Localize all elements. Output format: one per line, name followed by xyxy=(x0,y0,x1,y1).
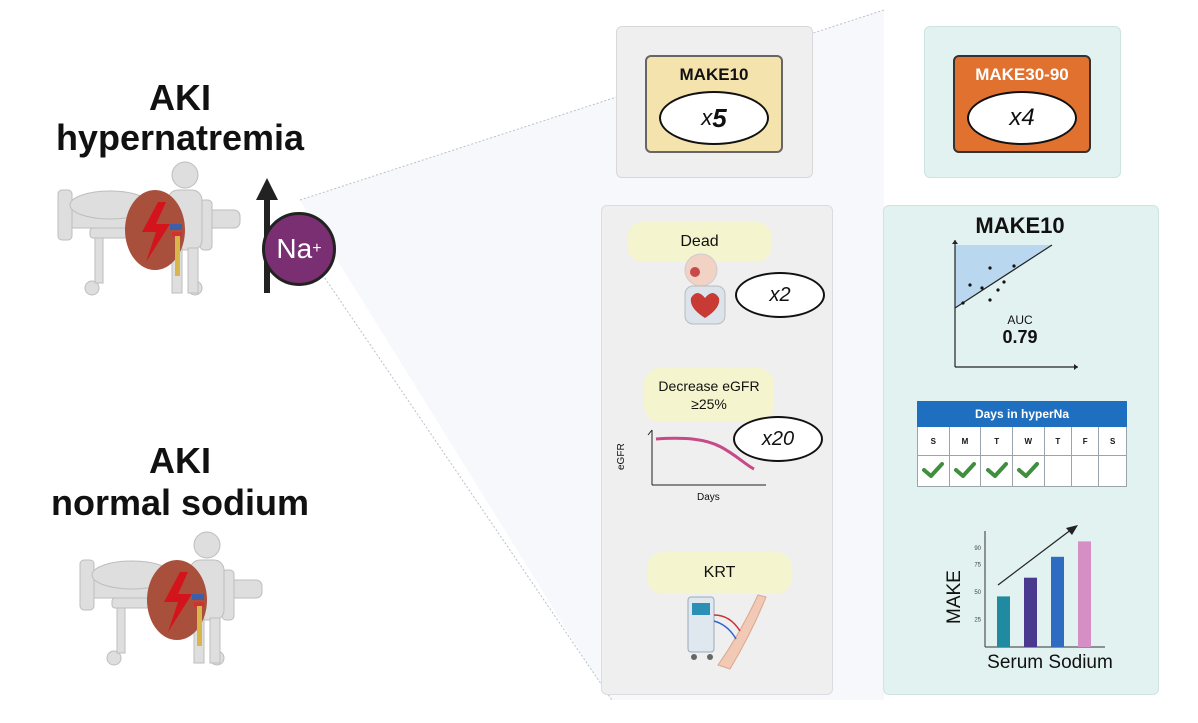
patient-bed-hypernatremia-illustration xyxy=(57,161,241,296)
checkmark-icon xyxy=(1017,462,1040,478)
group2-title-line1: AKI xyxy=(149,440,211,481)
bar-3 xyxy=(1078,541,1091,647)
bar-chart-ylabel: MAKE xyxy=(944,570,965,624)
make3090-multiplier-prefix: x xyxy=(1009,104,1022,131)
auc-value: 0.79 xyxy=(1002,327,1038,347)
calendar-day-0: S xyxy=(917,426,950,456)
calendar-day-1: M xyxy=(948,426,982,456)
bar-chart-y-tick-3: 90 xyxy=(974,546,981,552)
sodium-badge: Na+ xyxy=(262,212,336,286)
dead-pill: Dead xyxy=(627,222,772,262)
patient-heart-icon xyxy=(684,253,726,325)
calendar-check-cell-0 xyxy=(917,455,950,487)
trend-arrowhead-icon xyxy=(1066,525,1078,535)
make-vs-serum-sodium-bar-chart: 25 50 75 90 xyxy=(974,525,1105,648)
group1-title-line2: hypernatremia xyxy=(55,117,305,158)
bar-chart-xlabel: Serum Sodium xyxy=(987,652,1113,673)
calendar-check-cell-2 xyxy=(980,455,1013,487)
make10-multiplier-prefix: x xyxy=(701,105,713,130)
make10-multiplier-value: 5 xyxy=(712,102,727,133)
calendar-check-cell-1 xyxy=(948,455,982,487)
krt-pill: KRT xyxy=(647,552,792,594)
egfr-pill-line2: ≥25% xyxy=(691,396,727,412)
make10-chart-title: MAKE10 xyxy=(975,213,1065,238)
calendar-check-cell-4 xyxy=(1043,455,1073,487)
trend-arrow-line xyxy=(997,528,1073,586)
make3090-multiplier-value: 4 xyxy=(1021,104,1035,131)
calendar-check-cell-6 xyxy=(1098,455,1127,487)
calendar-day-2: T xyxy=(980,426,1013,456)
group2-title-line2: normal sodium xyxy=(50,482,310,523)
checkmark-icon xyxy=(922,462,945,478)
sodium-badge-label: Na xyxy=(276,233,313,264)
group2-title: AKI normal sodium xyxy=(30,440,330,524)
group1-title-line1: AKI xyxy=(149,77,211,118)
egfr-multiplier: x20 xyxy=(733,416,823,462)
calendar-day-5: F xyxy=(1071,426,1100,456)
checkmark-icon xyxy=(985,462,1008,478)
make3090-box-label: MAKE30-90 xyxy=(975,65,1069,84)
bar-2 xyxy=(1051,556,1064,647)
egfr-decline-mini-chart xyxy=(647,429,766,486)
auc-label: AUC xyxy=(1007,313,1033,327)
group1-title: AKI hypernatremia xyxy=(40,78,320,158)
checkmark-icon xyxy=(953,462,976,478)
calendar-check-cell-3 xyxy=(1011,455,1045,487)
sodium-badge-charge: + xyxy=(312,240,322,257)
dialysis-machine-icon xyxy=(687,594,767,670)
egfr-ylabel: eGFR xyxy=(616,443,627,470)
calendar-day-4: T xyxy=(1043,426,1073,456)
egfr-pill-line1: Decrease eGFR xyxy=(658,378,760,394)
bar-chart-y-tick-0: 25 xyxy=(974,618,981,624)
calendar-check-cell-5 xyxy=(1071,455,1100,487)
egfr-pill: Decrease eGFR ≥25% xyxy=(644,368,774,422)
bar-1 xyxy=(1024,577,1037,647)
make10-box-label: MAKE10 xyxy=(679,65,749,84)
auc-scatter-plot xyxy=(952,240,1078,370)
patient-bed-normal-sodium-illustration xyxy=(79,531,263,666)
dead-multiplier: x2 xyxy=(735,272,825,318)
calendar-title: Days in hyperNa xyxy=(917,401,1127,427)
egfr-xlabel: Days xyxy=(697,492,720,503)
calendar-day-3: W xyxy=(1011,426,1045,456)
calendar-day-6: S xyxy=(1098,426,1127,456)
bar-0 xyxy=(997,596,1010,647)
bar-chart-y-tick-1: 50 xyxy=(974,590,981,596)
bar-chart-y-tick-2: 75 xyxy=(974,563,981,569)
